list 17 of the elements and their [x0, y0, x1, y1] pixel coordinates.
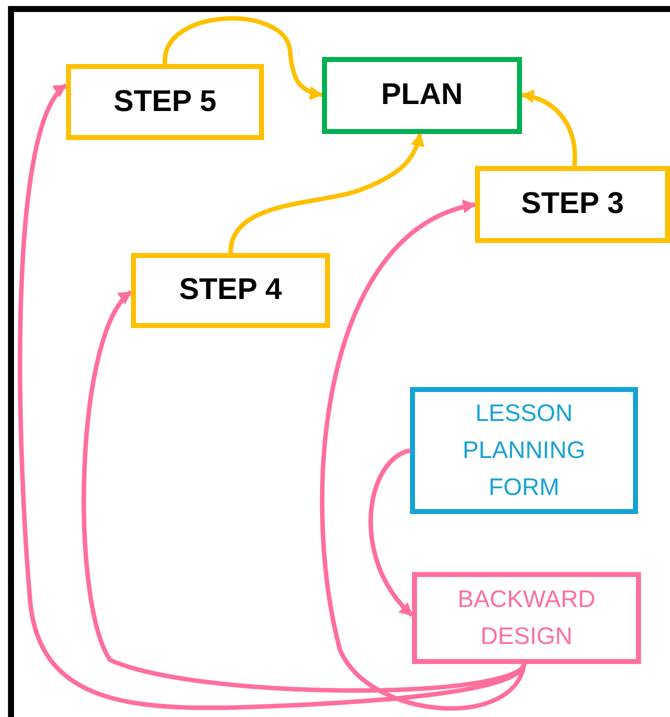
box-label: STEP 5 [114, 84, 216, 120]
arrow [521, 90, 578, 166]
arrow [228, 133, 424, 254]
process-box [410, 387, 638, 514]
arrow [320, 201, 526, 710]
box-label: LESSON PLANNING FORM [462, 398, 586, 504]
process-box [66, 64, 264, 140]
box-label: PLAN [381, 77, 463, 114]
box-label: STEP 4 [179, 272, 282, 308]
process-box [322, 57, 522, 134]
process-box [412, 572, 641, 664]
process-box [475, 166, 670, 243]
arrow [162, 16, 323, 100]
process-box [131, 253, 330, 328]
arrow [368, 448, 414, 617]
box-label: BACKWARD DESIGN [456, 584, 596, 652]
box-label: STEP 3 [521, 186, 624, 222]
